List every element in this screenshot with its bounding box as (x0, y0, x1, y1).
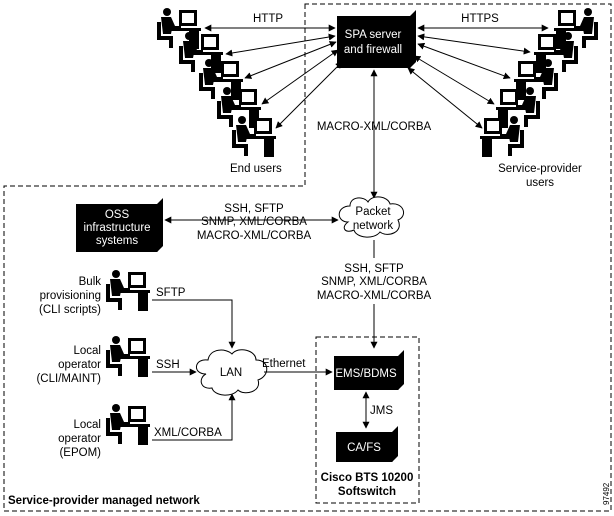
end-user-icon-2 (179, 32, 223, 73)
end-user-links (204, 24, 343, 129)
packet-network: Packet network (338, 196, 405, 238)
server-box-icon (76, 198, 163, 252)
softswitch-label-1: Cisco BTS 10200 (321, 472, 414, 484)
managed-network-label: Service-provider managed network (8, 495, 200, 507)
end-users-group: End users (157, 8, 282, 175)
end-user-icon-5 (232, 116, 276, 157)
oss-link-label-3: MACRO-XML/CORBA (197, 230, 312, 242)
figure-id: 97492 (602, 482, 611, 505)
oss-link-label-2: SNMP, XML/CORBA (201, 216, 307, 228)
packet-network-label-2: network (353, 220, 394, 232)
spa-packet-label: MACRO-XML/CORBA (317, 121, 432, 133)
sftp-label: SFTP (156, 287, 186, 299)
server-box-icon (336, 426, 398, 462)
http-label: HTTP (253, 13, 283, 25)
ca-fs: CA/FS (336, 426, 398, 462)
local-epom-label-1: Local (74, 419, 102, 431)
bulk-label-1: Bulk (79, 276, 102, 288)
local-cli-operator-icon (106, 336, 150, 377)
bulk-provisioning-icon (106, 270, 150, 311)
oss-label-1: OSS (105, 209, 130, 221)
softswitch-label-2: Softswitch (338, 486, 396, 498)
oss-systems: OSS infrastructure systems (76, 198, 163, 252)
ethernet-label: Ethernet (262, 358, 306, 370)
sp-user-icon-3 (514, 59, 558, 100)
local-epom-operator-icon (106, 404, 150, 445)
jms-label: JMS (370, 405, 393, 417)
lan-label: LAN (220, 367, 242, 379)
sp-user-icon-5 (480, 116, 524, 157)
epom-lan-link (152, 393, 236, 441)
bulk-lan-link (152, 299, 236, 349)
service-provider-users-label-1: Service-provider (498, 163, 582, 175)
local-cli-label-2: operator (58, 359, 101, 371)
packet-network-label-1: Packet (355, 206, 391, 218)
service-provider-users-group: Service-provider users (480, 8, 598, 189)
server-box-icon (334, 350, 404, 390)
lan: LAN (196, 349, 268, 396)
ems-link-label-2: SNMP, XML/CORBA (321, 276, 427, 288)
oss-label-2: infrastructure (83, 222, 150, 234)
xml-corba-label: XML/CORBA (154, 427, 222, 439)
spa-server-label-2: and firewall (344, 44, 402, 56)
ssh-label: SSH (156, 359, 180, 371)
end-user-icon-1 (157, 8, 201, 49)
local-epom-label-2: operator (58, 433, 101, 445)
oss-label-3: systems (96, 235, 138, 247)
local-cli-label-1: Local (74, 345, 102, 357)
end-user-icon-3 (199, 59, 243, 100)
server-box-icon (337, 10, 416, 68)
local-cli-label-3: (CLI/MAINT) (36, 373, 101, 385)
ems-link-label-3: MACRO-XML/CORBA (317, 290, 432, 302)
end-users-label: End users (230, 163, 282, 175)
spa-server-label-1: SPA server (345, 29, 402, 41)
cloud-icon (338, 196, 405, 238)
cloud-icon (196, 349, 268, 396)
local-epom-label-3: (EPOM) (59, 447, 101, 459)
end-users-region-border (3, 3, 612, 512)
ems-bdms-label: EMS/BDMS (335, 368, 397, 380)
sp-user-links (407, 24, 549, 129)
bulk-label-2: provisioning (40, 290, 101, 302)
service-provider-users-label-2: users (526, 177, 554, 189)
bulk-label-3: (CLI scripts) (39, 304, 101, 316)
https-label: HTTPS (461, 13, 499, 25)
sp-user-icon-2 (534, 32, 578, 73)
ca-fs-label: CA/FS (347, 442, 381, 454)
oss-link-label-1: SSH, SFTP (224, 203, 284, 215)
sp-user-icon-4 (496, 87, 540, 128)
spa-server: SPA server and firewall (337, 10, 416, 68)
ems-bdms: EMS/BDMS (334, 350, 404, 390)
sp-user-icon-1 (554, 8, 598, 49)
ems-link-label-1: SSH, SFTP (344, 263, 404, 275)
softswitch-region-border (315, 336, 420, 504)
